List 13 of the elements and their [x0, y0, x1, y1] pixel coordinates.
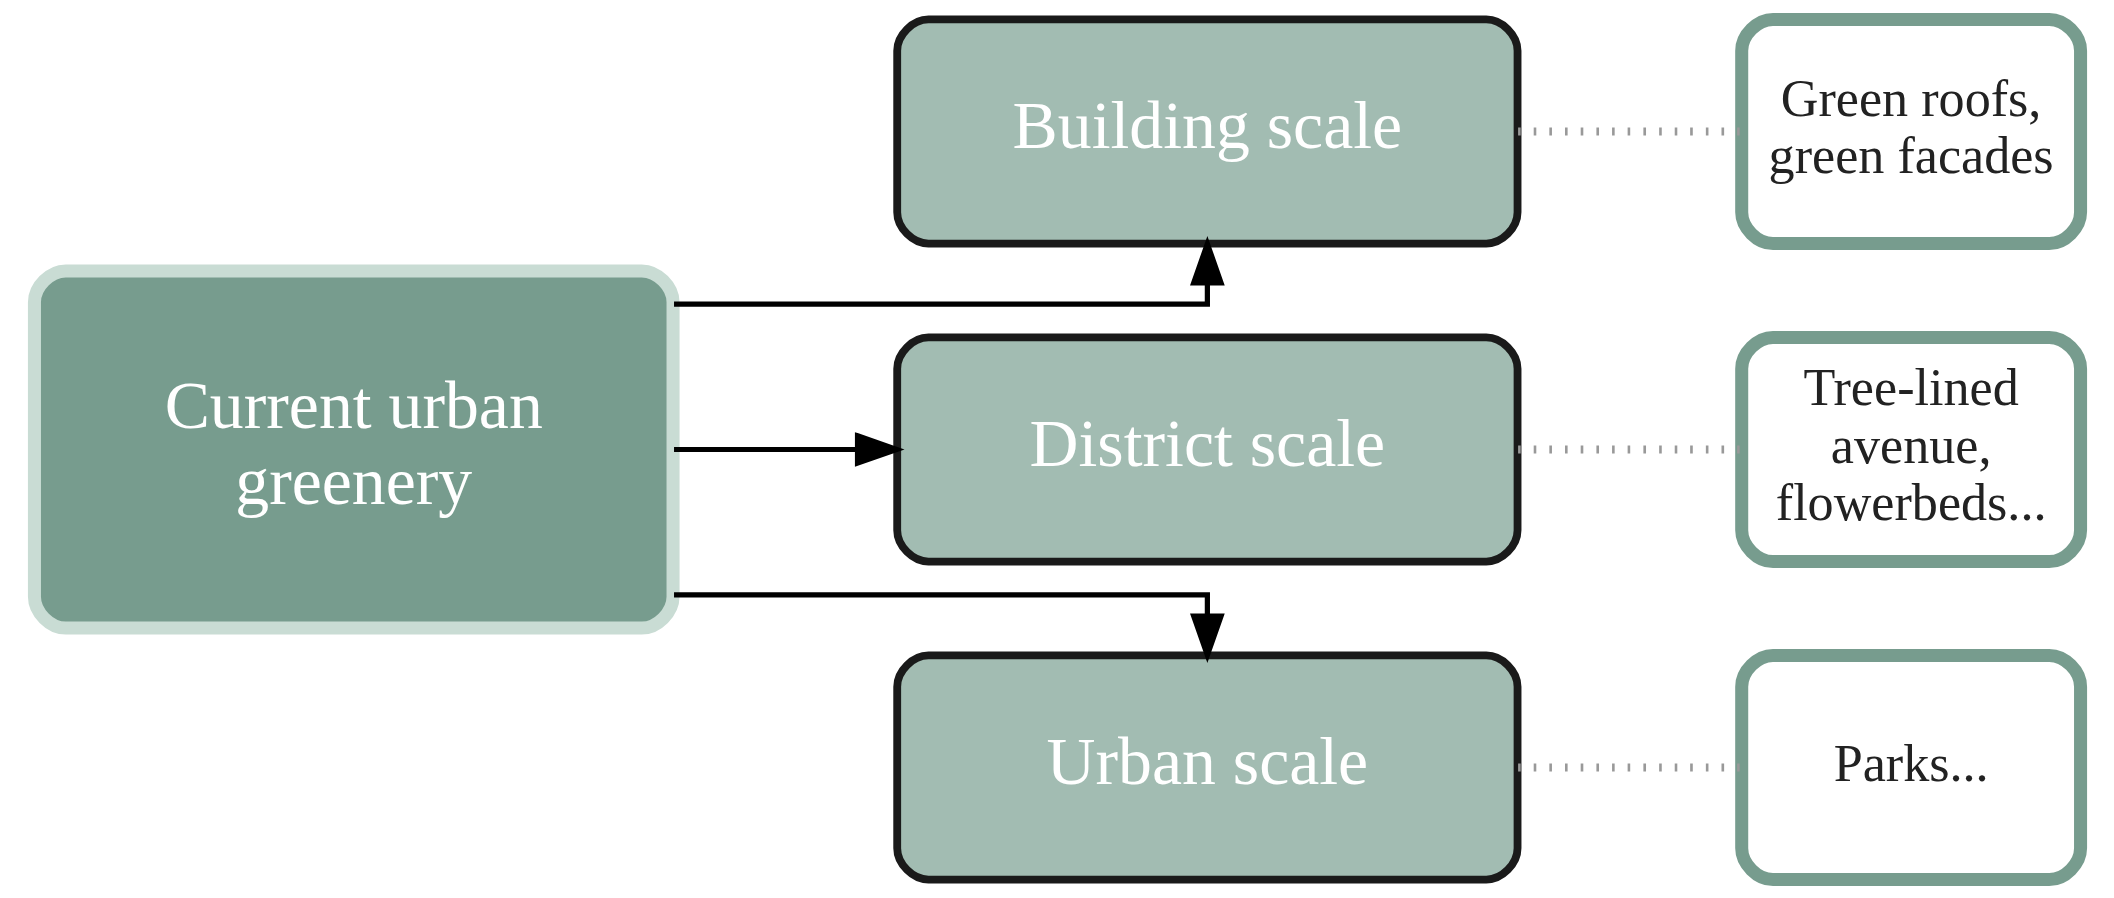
node-box: Tree-lined avenue, flowerbeds...	[1734, 330, 2087, 568]
node-box: District scale	[892, 333, 1521, 565]
node-box: Parks...	[1734, 648, 2087, 886]
arrow	[673, 235, 1225, 307]
connector	[1517, 763, 1741, 771]
node-box: Green roofs, green facades	[1734, 12, 2087, 250]
node-box: Building scale	[892, 15, 1521, 247]
connector	[1517, 127, 1741, 135]
arrow	[673, 431, 904, 467]
node-box: Urban scale	[892, 651, 1521, 883]
connector	[1517, 445, 1741, 453]
arrow	[673, 591, 1225, 663]
node-box: Current urban greenery	[27, 263, 680, 635]
